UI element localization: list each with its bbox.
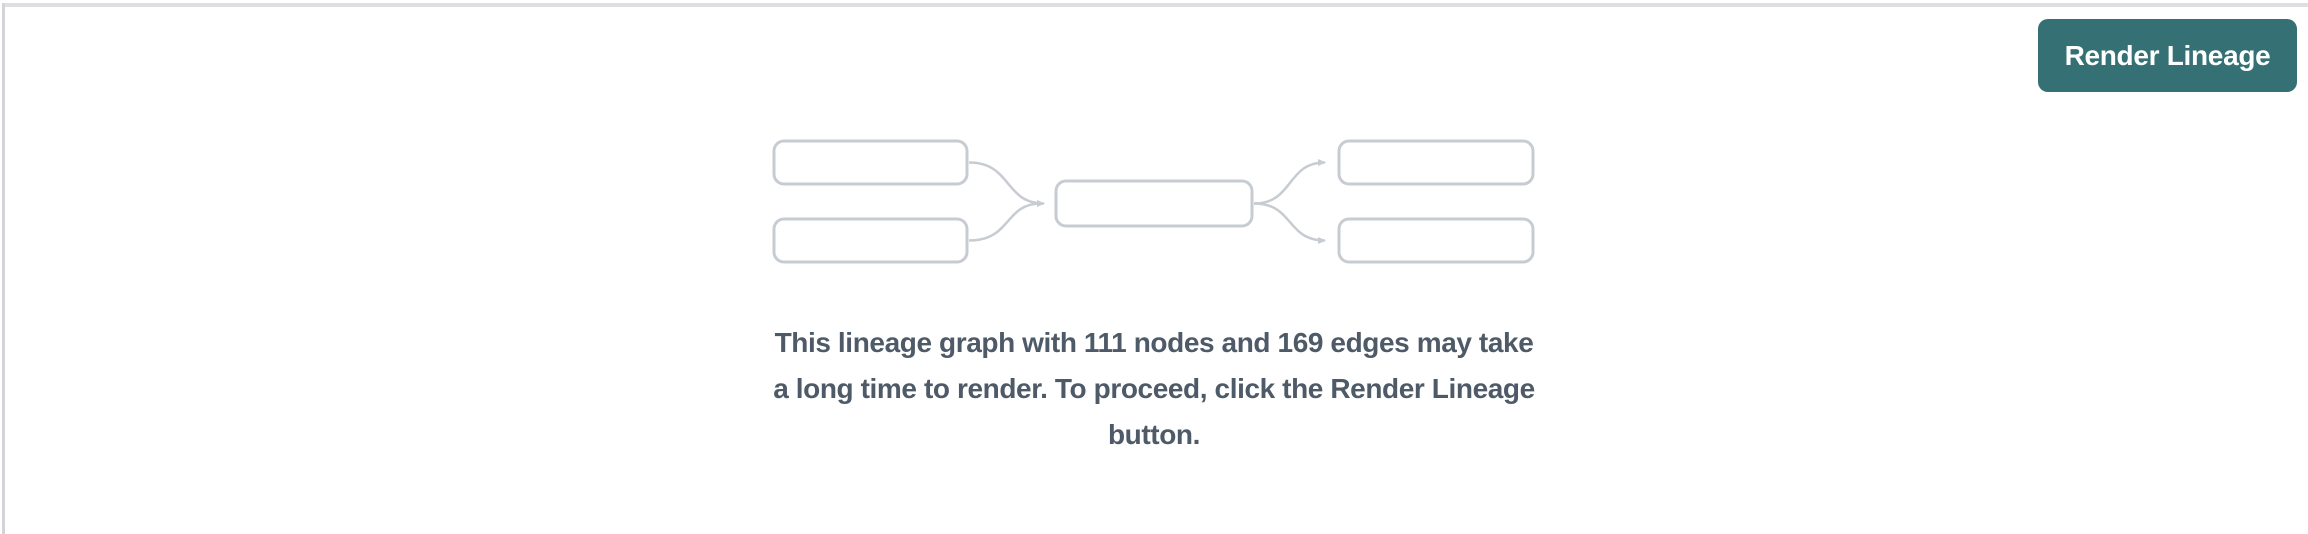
placeholder-node-right-bottom: [1337, 217, 1535, 264]
edge-left-bottom-to-center: [968, 202, 1042, 242]
top-divider: [5, 3, 2308, 7]
message-line: a long time to render. To proceed, click…: [773, 373, 1535, 404]
placeholder-node-center: [1054, 179, 1254, 228]
edge-center-to-right-bottom: [1253, 202, 1326, 244]
message-line: This lineage graph with 111 nodes and 16…: [774, 327, 1534, 358]
edge-left-top-to-center: [968, 161, 1045, 207]
left-divider: [2, 3, 5, 534]
render-warning-message: This lineage graph with 111 nodes and 16…: [0, 320, 2308, 458]
edge-center-to-right-top: [1253, 159, 1326, 205]
placeholder-node-right-top: [1337, 139, 1535, 186]
lineage-graph-illustration: [772, 139, 1536, 265]
lineage-graph-illustration-svg: [772, 139, 1535, 264]
render-lineage-button[interactable]: Render Lineage: [2038, 19, 2297, 92]
message-line: button.: [1107, 419, 1201, 450]
placeholder-node-left-top: [772, 139, 969, 186]
placeholder-node-left-bottom: [772, 217, 969, 264]
